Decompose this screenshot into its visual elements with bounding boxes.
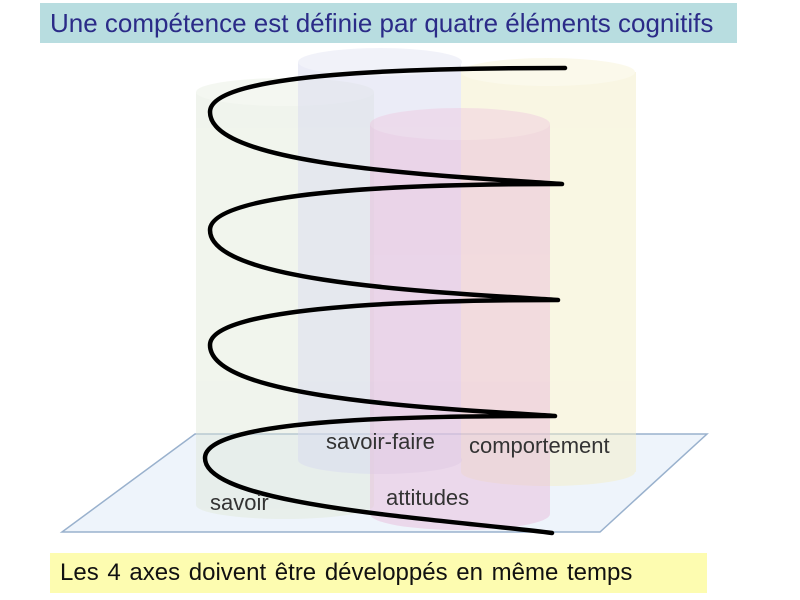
label-comportement: comportement [469, 433, 610, 458]
cylinder-comportement [461, 58, 636, 486]
page-title: Une compétence est définie par quatre él… [40, 3, 737, 43]
cylinder-savoir-faire [298, 48, 462, 474]
label-attitudes: attitudes [386, 485, 469, 510]
footer-caption: Les 4 axes doivent être développés en mê… [50, 553, 707, 593]
label-savoir: savoir [210, 490, 269, 515]
spiral-line [202, 65, 568, 536]
cylinder-attitudes [370, 108, 550, 530]
label-savoir-faire: savoir-faire [326, 429, 435, 454]
